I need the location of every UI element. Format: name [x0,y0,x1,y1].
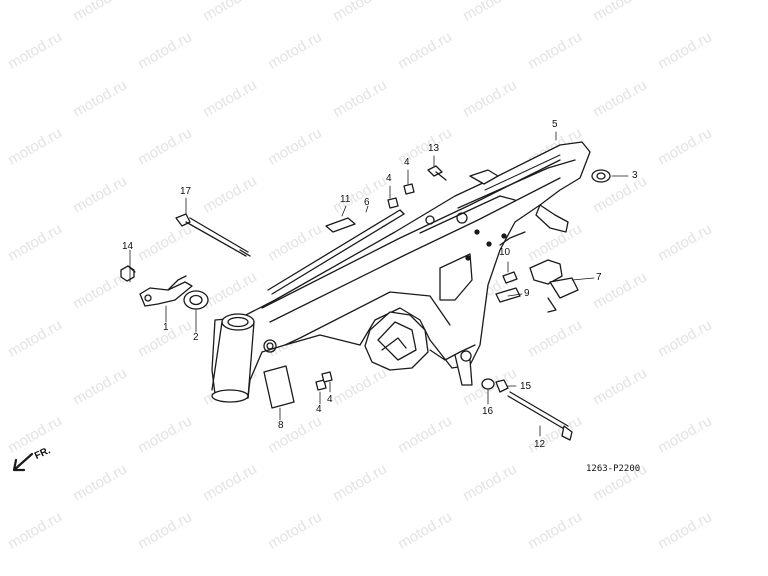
part-11-plate [325,217,356,233]
part-13-bolt [427,165,447,181]
callout-14: 14 [122,241,134,252]
main-frame-body [211,141,591,401]
callout-16: 16 [482,406,494,417]
callout-10: 10 [499,247,511,258]
callout-12: 12 [534,439,546,450]
part-17-long-bolt [175,213,251,257]
callout-3: 3 [632,170,638,181]
callout-13: 13 [428,143,440,154]
callout-2: 2 [193,332,199,343]
part-7-bracket [529,259,579,313]
part-6-rod [267,209,405,295]
leader-lines [129,131,629,437]
callout-9: 9 [524,288,530,299]
diagram-code: 1263-P2200 [586,464,641,474]
part-10-plate [502,271,518,284]
callout-15: 15 [520,381,532,392]
front-direction-arrow [12,452,34,472]
callout-11: 11 [340,194,351,205]
part-9-plate [495,287,521,303]
part-1-bracket [139,275,193,307]
part-8-sleeve [263,365,295,409]
callout-17: 17 [180,186,192,197]
part-4-screws-lower [315,371,333,391]
callout-4-upper-b: 4 [404,157,410,168]
callout-1: 1 [163,322,169,333]
part-2-bearing [183,290,209,310]
callout-5: 5 [552,119,558,130]
part-4-screws-upper [387,183,415,209]
head-tube [211,313,277,403]
callout-6: 6 [364,197,370,208]
part-3-nut [591,169,611,183]
callout-4-upper-a: 4 [386,173,392,184]
callout-7: 7 [596,272,602,283]
part-12-long-bolt [507,391,573,441]
part-14-bolt [120,265,136,282]
part-16-washer [481,378,495,390]
callout-4-lower-b: 4 [327,394,333,405]
callout-8: 8 [278,420,284,431]
callout-4-lower-a: 4 [316,404,322,415]
part-15-nut [495,379,509,393]
